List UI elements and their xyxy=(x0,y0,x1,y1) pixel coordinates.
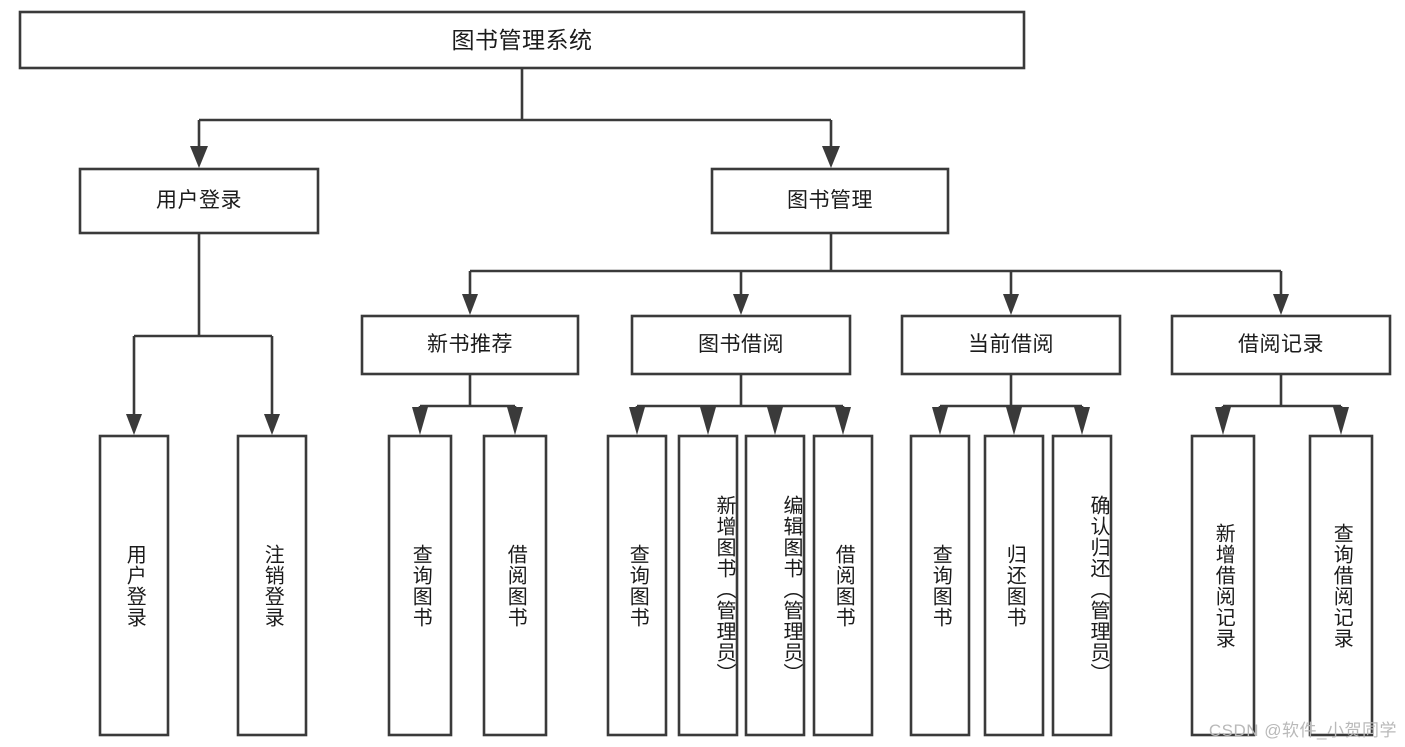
arrow-head-leaf-return-book xyxy=(1006,407,1022,435)
arrow-head-new-book-recommend xyxy=(462,294,478,315)
node-box-new-book-recommend[interactable] xyxy=(360,314,580,376)
node-box-leaf-query-book-current[interactable] xyxy=(909,434,971,737)
arrow-head-current-borrow xyxy=(1003,294,1019,315)
node-box-user-login[interactable] xyxy=(78,167,320,235)
node-box-leaf-query-book-borrow[interactable] xyxy=(606,434,668,737)
connector-group-root xyxy=(190,68,840,168)
connector-group-book-management xyxy=(462,233,1289,315)
arrow-head-leaf-logout-login xyxy=(264,414,280,435)
connector-group-current-borrow xyxy=(932,374,1090,435)
arrow-head-leaf-query-book-current xyxy=(932,407,948,435)
node-box-leaf-add-borrow-record[interactable] xyxy=(1190,434,1256,737)
node-box-book-management[interactable] xyxy=(710,167,950,235)
node-box-leaf-user-login[interactable] xyxy=(98,434,170,737)
arrow-head-leaf-user-login xyxy=(126,414,142,435)
arrow-head-book-management xyxy=(822,146,840,168)
arrow-head-user-login xyxy=(190,146,208,168)
node-box-leaf-borrow-book-recommend[interactable] xyxy=(482,434,548,737)
node-box-leaf-confirm-return-admin[interactable] xyxy=(1051,434,1113,737)
node-box-leaf-borrow-book[interactable] xyxy=(812,434,874,737)
arrow-head-leaf-query-book-recommend xyxy=(412,407,428,435)
node-box-leaf-logout-login[interactable] xyxy=(236,434,308,737)
node-box-leaf-query-borrow-record[interactable] xyxy=(1308,434,1374,737)
connector-group-user-login xyxy=(126,233,280,435)
node-box-root[interactable] xyxy=(18,10,1026,70)
node-box-current-borrow[interactable] xyxy=(900,314,1122,376)
node-box-book-borrow[interactable] xyxy=(630,314,852,376)
arrow-head-leaf-query-book-borrow xyxy=(629,407,645,435)
arrow-head-book-borrow xyxy=(733,294,749,315)
node-box-leaf-query-book-recommend[interactable] xyxy=(387,434,453,737)
arrow-head-leaf-add-borrow-record xyxy=(1215,407,1231,435)
connector-group-book-borrow xyxy=(629,374,851,435)
arrow-head-leaf-query-borrow-record xyxy=(1333,407,1349,435)
arrow-head-leaf-borrow-book-recommend xyxy=(507,407,523,435)
node-box-borrow-record[interactable] xyxy=(1170,314,1392,376)
arrow-head-leaf-edit-book-admin xyxy=(767,407,783,435)
node-box-leaf-return-book[interactable] xyxy=(983,434,1045,737)
node-box-leaf-add-book-admin[interactable] xyxy=(677,434,739,737)
connector-group-new-book-recommend xyxy=(412,374,523,435)
arrow-head-leaf-add-book-admin xyxy=(700,407,716,435)
node-box-leaf-edit-book-admin[interactable] xyxy=(744,434,806,737)
arrow-head-borrow-record xyxy=(1273,294,1289,315)
arrow-head-leaf-borrow-book xyxy=(835,407,851,435)
arrow-head-leaf-confirm-return-admin xyxy=(1074,407,1090,435)
connector-group-borrow-record xyxy=(1215,374,1349,435)
